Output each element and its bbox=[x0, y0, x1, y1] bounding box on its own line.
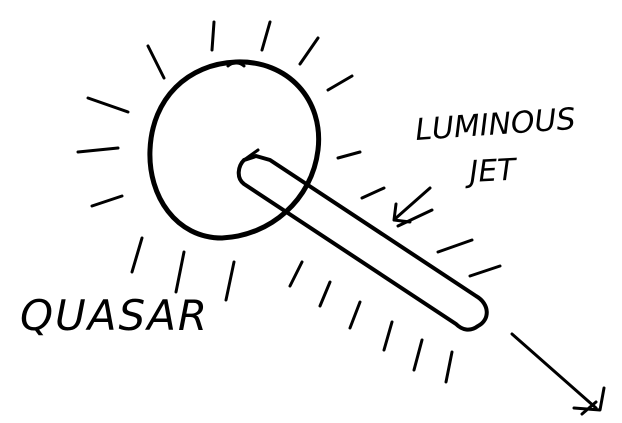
glow-ray bbox=[362, 188, 384, 198]
quasar-sphere bbox=[150, 62, 319, 238]
glow-ray bbox=[446, 352, 452, 382]
glow-ray bbox=[92, 196, 122, 206]
quasar-label: QUASAR bbox=[20, 291, 209, 340]
jet-label: JET bbox=[464, 152, 520, 190]
glow-ray bbox=[414, 340, 422, 370]
luminous-jet bbox=[239, 156, 487, 330]
glow-ray bbox=[338, 152, 360, 158]
glow-ray bbox=[88, 98, 128, 112]
glow-ray bbox=[176, 252, 184, 292]
glow-ray bbox=[132, 238, 142, 272]
glow-ray bbox=[320, 282, 330, 306]
luminous-label: LUMINOUS bbox=[414, 102, 577, 148]
glow-ray bbox=[148, 46, 164, 78]
jet-direction-arrow bbox=[512, 334, 596, 408]
glow-ray bbox=[226, 262, 234, 300]
glow-ray bbox=[470, 266, 500, 276]
glow-ray bbox=[350, 302, 360, 328]
glow-ray bbox=[212, 22, 214, 50]
quasar-sphere-shading bbox=[228, 63, 244, 66]
glow-ray bbox=[290, 262, 302, 286]
glow-ray bbox=[300, 38, 318, 64]
glow-ray bbox=[438, 240, 472, 252]
glow-ray bbox=[328, 76, 352, 90]
glow-ray bbox=[262, 22, 270, 50]
glow-ray bbox=[384, 322, 392, 350]
glow-ray bbox=[78, 148, 118, 152]
